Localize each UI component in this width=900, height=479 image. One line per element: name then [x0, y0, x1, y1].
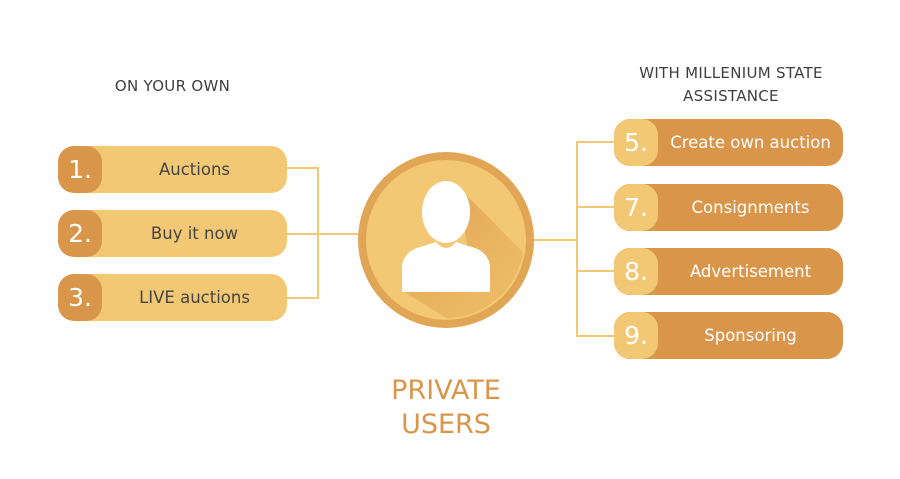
connector	[576, 141, 616, 143]
right-heading-line2: ASSISTANCE	[683, 87, 779, 105]
item-number: 7.	[614, 184, 658, 231]
connector	[576, 206, 616, 208]
item-number: 8.	[614, 248, 658, 295]
item-label: Advertisement	[689, 262, 812, 281]
item-label: LIVE auctions	[139, 288, 250, 307]
item-number: 5.	[614, 119, 658, 166]
connector	[576, 335, 616, 337]
list-item: 7. Consignments	[614, 184, 843, 231]
item-label: Auctions	[158, 160, 231, 179]
list-item: 2. Buy it now	[58, 210, 287, 257]
connector	[317, 233, 362, 235]
item-label: Consignments	[691, 198, 810, 217]
item-number: 3.	[58, 274, 102, 321]
connector	[287, 233, 318, 235]
item-label: Sponsoring	[704, 326, 797, 345]
user-icon	[358, 152, 534, 328]
connector	[287, 167, 318, 169]
connector	[576, 270, 616, 272]
item-number: 9.	[614, 312, 658, 359]
list-item: 1. Auctions	[58, 146, 287, 193]
connector	[530, 239, 578, 241]
list-item: 9. Sponsoring	[614, 312, 843, 359]
left-heading: ON YOUR OWN	[114, 77, 231, 95]
center-title-line2: USERS	[401, 409, 491, 440]
list-item: 8. Advertisement	[614, 248, 843, 295]
connector	[576, 141, 578, 337]
right-heading: WITH MILLENIUM STATE ASSISTANCE	[606, 62, 856, 108]
item-label: Create own auction	[670, 133, 831, 152]
item-number: 1.	[58, 146, 102, 193]
right-heading-line1: WITH MILLENIUM STATE	[639, 64, 823, 82]
list-item: 5. Create own auction	[614, 119, 843, 166]
list-item: 3. LIVE auctions	[58, 274, 287, 321]
item-number: 2.	[58, 210, 102, 257]
item-label: Buy it now	[150, 224, 239, 243]
connector	[287, 297, 318, 299]
center-title-line1: PRIVATE	[391, 375, 501, 406]
